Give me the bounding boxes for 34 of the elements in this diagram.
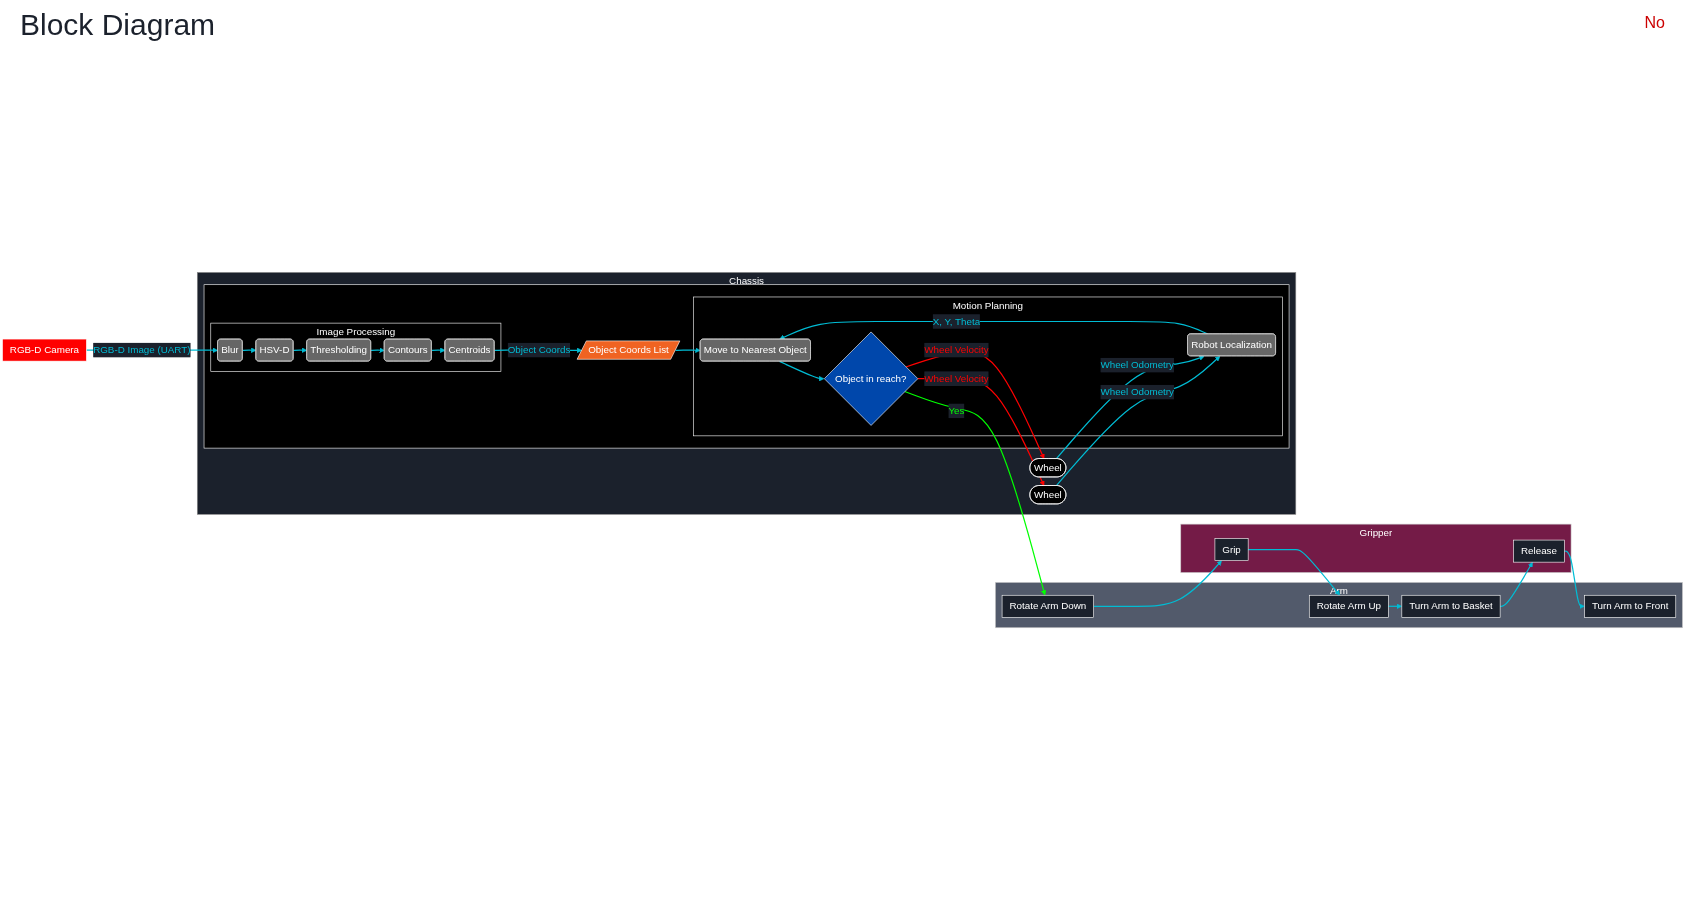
arrow [1247, 548, 1341, 596]
arrow [370, 347, 385, 353]
edge-label: Yes [948, 405, 965, 416]
edge-label: Wheel Velocity [924, 373, 989, 384]
edge-label: Wheel Odometry [1100, 386, 1175, 397]
edge-label: RGB-D Image (UART) [93, 344, 191, 355]
node-box: Release [1513, 539, 1565, 563]
arrow [1563, 550, 1585, 609]
arrow [1093, 560, 1222, 607]
arrow [1499, 561, 1533, 607]
branch-label: No [1644, 14, 1665, 32]
node-diamond: Object in reach? [824, 331, 919, 426]
node-box: Rotate Arm Up [1309, 594, 1389, 618]
arrow [1055, 355, 1205, 460]
node-box: Turn Arm to Basket [1401, 594, 1501, 618]
node-box: RGB-D Camera [2, 338, 87, 362]
arrow [674, 347, 701, 353]
node-box: Grip [1214, 538, 1249, 561]
arrow [431, 347, 446, 353]
edge-label: Object Coords [507, 344, 571, 355]
node-box: Rotate Arm Down [1001, 594, 1094, 618]
edge-label: Wheel Velocity [924, 344, 989, 355]
arrow [292, 347, 308, 353]
arrow [242, 347, 257, 353]
cluster [203, 284, 1290, 449]
arrow [778, 360, 825, 382]
edge-label: X, Y, Theta [932, 315, 981, 327]
diagram-title: Block Diagram [20, 8, 216, 42]
arrow [904, 390, 1047, 596]
arrow [1055, 355, 1221, 487]
arrow [916, 377, 1045, 486]
arrow [1387, 603, 1403, 609]
node-box: Turn Arm to Front [1584, 594, 1677, 618]
edge-label: Wheel Odometry [1100, 359, 1175, 370]
